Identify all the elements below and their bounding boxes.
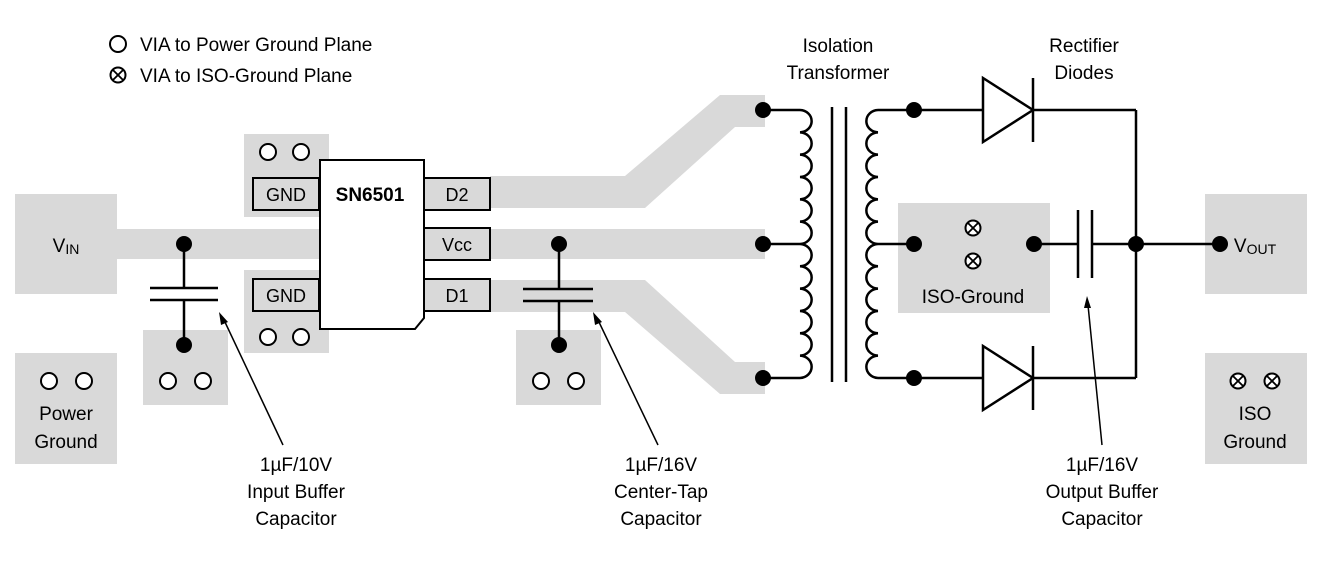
diodes-label-line1: Rectifier bbox=[1049, 36, 1119, 57]
transformer-label-line2: Transformer bbox=[787, 63, 890, 84]
d1-pin bbox=[423, 278, 491, 312]
vcc-pin bbox=[423, 227, 491, 261]
via-icon bbox=[532, 372, 550, 390]
ic-name: SN6501 bbox=[336, 185, 405, 206]
output-cap-label-line3: Capacitor bbox=[1061, 509, 1143, 530]
d2-pin-label: D2 bbox=[445, 185, 468, 205]
center-cap-label-line3: Capacitor bbox=[620, 509, 702, 530]
iso-via-legend-icon bbox=[109, 66, 127, 84]
legend-power-via-label: VIA to Power Ground Plane bbox=[140, 35, 372, 56]
output-cap-label-line2: Output Buffer bbox=[1046, 482, 1159, 503]
gnd-bottom-pin-label: GND bbox=[266, 286, 306, 306]
via-icon bbox=[259, 143, 277, 161]
diode-top bbox=[981, 75, 1036, 145]
iso-via-icon bbox=[964, 252, 982, 270]
power-ground-label-line1: Power bbox=[39, 404, 94, 425]
transformer-label-line1: Isolation bbox=[803, 36, 874, 57]
power-ground-label-line2: Ground bbox=[34, 432, 97, 453]
input-cap-label-line2: Input Buffer bbox=[247, 482, 346, 503]
d2-trace bbox=[490, 176, 625, 208]
iso-via-icon bbox=[964, 219, 982, 237]
iso-ground-label-line2: Ground bbox=[1223, 432, 1286, 453]
d1-pin-label: D1 bbox=[445, 286, 468, 306]
power-ground-pad bbox=[15, 353, 117, 464]
vin-label: VIN bbox=[53, 236, 80, 257]
via-icon bbox=[194, 372, 212, 390]
gnd-top-pin-label: GND bbox=[266, 185, 306, 205]
iso-via-icon bbox=[1229, 372, 1247, 390]
legend-iso-via-label: VIA to ISO-Ground Plane bbox=[140, 66, 352, 87]
input-cap-label-line1: 1µF/10V bbox=[260, 455, 333, 476]
callout-arrows bbox=[219, 296, 1103, 446]
vcc-pin-label: Vcc bbox=[442, 235, 472, 255]
legend: VIA to Power Ground Plane VIA to ISO-Gro… bbox=[109, 35, 372, 87]
vout-label: VOUT bbox=[1234, 236, 1277, 257]
center-tap-capacitor bbox=[523, 236, 593, 353]
gnd-bottom-pin bbox=[252, 278, 320, 312]
d2-trace-diagonal bbox=[625, 95, 765, 208]
rectifier-diodes bbox=[981, 75, 1138, 413]
via-icon bbox=[567, 372, 585, 390]
diode-bottom bbox=[981, 343, 1036, 413]
iso-ground-pad-label: ISO-Ground bbox=[922, 287, 1024, 308]
vin-pad bbox=[15, 194, 117, 294]
via-icon bbox=[75, 372, 93, 390]
d1-trace-diagonal bbox=[625, 280, 765, 394]
power-via-legend-icon bbox=[109, 35, 127, 53]
iso-ground-output-pad bbox=[1205, 353, 1307, 464]
output-cap-label-line1: 1µF/16V bbox=[1066, 455, 1139, 476]
via-icon bbox=[292, 143, 310, 161]
center-cap-label-line1: 1µF/16V bbox=[625, 455, 698, 476]
diodes-label-line2: Diodes bbox=[1054, 63, 1113, 84]
iso-ground-label-line1: ISO bbox=[1239, 404, 1272, 425]
via-icon bbox=[259, 328, 277, 346]
isolation-transformer bbox=[755, 102, 983, 386]
input-buffer-capacitor bbox=[150, 236, 218, 353]
via-icon bbox=[159, 372, 177, 390]
copper-layer bbox=[15, 95, 1307, 464]
via-icon bbox=[40, 372, 58, 390]
center-cap-label-line2: Center-Tap bbox=[614, 482, 708, 503]
ic-pins: GND GND D2 Vcc D1 bbox=[252, 177, 491, 312]
output-buffer-capacitor bbox=[1026, 210, 1228, 278]
input-cap-label-line3: Capacitor bbox=[255, 509, 337, 530]
iso-via-icon bbox=[1263, 372, 1281, 390]
d1-trace bbox=[490, 280, 625, 312]
via-icon bbox=[292, 328, 310, 346]
ic-body bbox=[319, 159, 425, 330]
